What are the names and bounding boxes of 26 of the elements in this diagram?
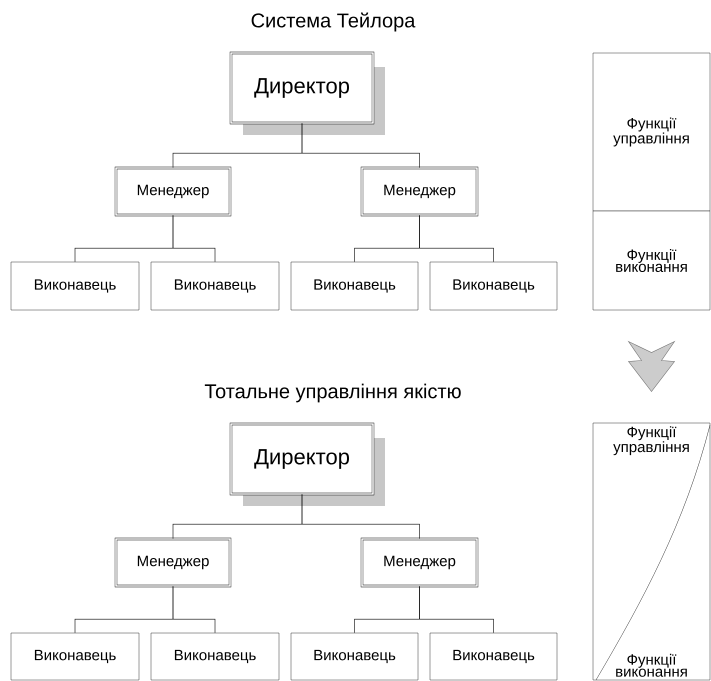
executor-box: Виконавець	[290, 632, 418, 680]
heading: Система Тейлора	[252, 12, 416, 32]
executor-box: Виконавець	[10, 632, 140, 680]
function-panel: Функції виконання	[592, 210, 710, 310]
executor-box: Виконавець	[430, 262, 558, 310]
executor-box: Виконавець	[290, 262, 418, 310]
connector-line	[419, 586, 494, 634]
connector-line	[302, 122, 420, 168]
connector-line	[419, 214, 494, 262]
connector-line	[172, 586, 216, 634]
executor-box: Виконавець	[150, 262, 280, 310]
heading: Тотальне управління якістю	[204, 384, 461, 402]
manager-box: Менеджер	[114, 538, 232, 588]
function-panel: Функції управління Функції виконання	[592, 422, 710, 680]
director-box: Директор	[230, 52, 385, 135]
connector-line	[172, 214, 216, 262]
manager-box: Менеджер	[360, 538, 478, 588]
director-box: Директор	[230, 422, 385, 506]
manager-box: Менеджер	[114, 166, 232, 216]
connector-line	[302, 494, 420, 540]
manager-box: Менеджер	[360, 166, 478, 216]
function-panel: Функції управління	[592, 52, 710, 212]
executor-box: Виконавець	[430, 632, 558, 680]
chevron-arrow	[628, 340, 676, 392]
executor-box: Виконавець	[150, 632, 280, 680]
executor-box: Виконавець	[10, 262, 140, 310]
